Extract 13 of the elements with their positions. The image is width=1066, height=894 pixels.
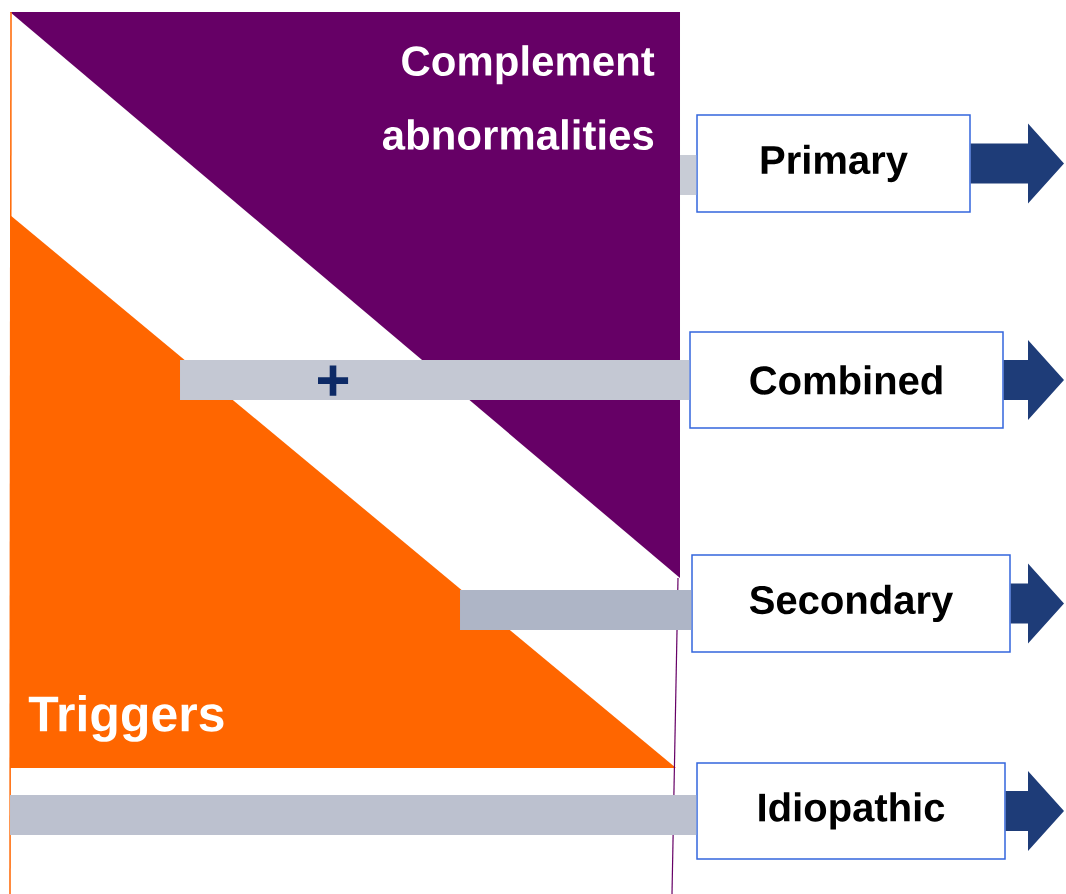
arrow — [970, 123, 1064, 204]
connector-bar — [10, 795, 697, 835]
arrow — [1003, 340, 1064, 420]
arrow — [1010, 563, 1064, 644]
label-box: Primary — [696, 114, 971, 213]
plus-sign: + — [318, 365, 349, 396]
label-box: Idiopathic — [696, 762, 1006, 860]
connector-bar — [180, 360, 690, 400]
label-box: Secondary — [691, 554, 1011, 653]
connector-bar — [460, 590, 692, 630]
connector-bar — [680, 155, 697, 195]
arrow — [1005, 771, 1064, 851]
label-box: Combined — [689, 331, 1004, 429]
